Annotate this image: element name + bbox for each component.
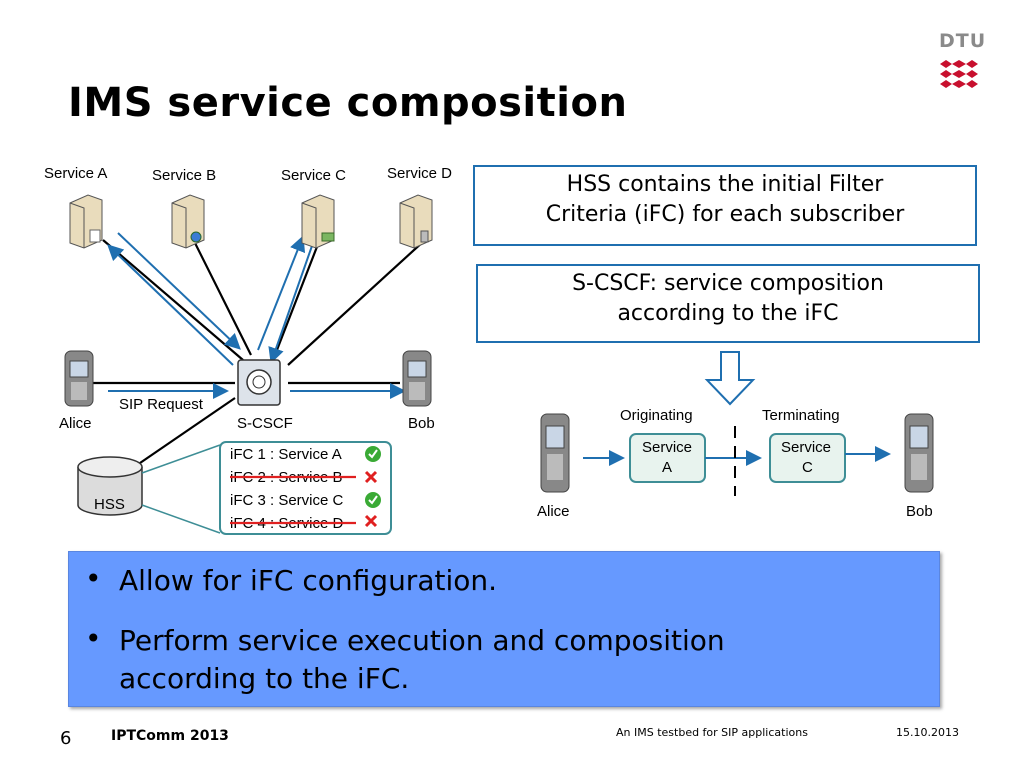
terminating-label: Terminating [762,407,840,424]
scscf-label: S-CSCF [237,415,293,432]
server-b-icon [171,194,205,249]
service-a-label: Service A [44,165,107,182]
bob-phone-icon [904,413,934,493]
ifc-row-1: iFC 1 : Service A [230,446,342,463]
ims-network-diagram: Service A Service B Service C Service D [44,165,452,535]
scscf-callout-line-1: S-CSCF: service composition [572,271,884,296]
check-icon [365,446,381,462]
bob-label: Bob [906,503,933,520]
service-chain-diagram: Originating Terminating Alice Service A … [537,351,934,520]
originating-label: Originating [620,407,693,424]
service-c-node-line-2: C [802,459,813,476]
service-b-label: Service B [152,167,216,184]
bullet-text-line-2: according to the iFC. [119,662,410,695]
alice-phone-icon [540,413,570,493]
bullet-text: Allow for iFC configuration. [119,564,498,597]
sip-request-label: SIP Request [119,396,204,413]
service-a-node-line-1: Service [642,439,692,456]
page-number: 6 [60,728,72,749]
check-icon [365,492,381,508]
bullet-panel: • Allow for iFC configuration. • Perform… [68,551,940,707]
hss-label: HSS [94,496,125,513]
server-c-icon [301,194,335,249]
alice-label: Alice [59,415,92,432]
service-c-node-line-1: Service [781,439,831,456]
service-a-node-line-2: A [662,459,672,476]
slide-title: IMS service composition [68,80,628,126]
service-d-label: Service D [387,165,452,182]
ifc-row-3: iFC 3 : Service C [230,492,344,509]
dtu-logo-text: DTU [939,30,987,52]
scscf-callout-line-2: according to the iFC [617,301,839,326]
scscf-callout-box: S-CSCF: service composition according to… [476,264,980,343]
bob-label: Bob [408,415,435,432]
bullet-marker: • [85,622,102,655]
alice-label: Alice [537,503,570,520]
cross-icon [364,514,378,528]
service-c-label: Service C [281,167,346,184]
service-c-node [769,433,846,483]
presentation-date: 15.10.2013 [896,726,959,739]
bullet-marker: • [85,562,102,595]
hss-callout-line-2: Criteria (iFC) for each subscriber [545,202,905,227]
alice-phone-icon [64,350,94,407]
hss-callout-box: HSS contains the initial Filter Criteria… [473,165,977,246]
server-d-icon [399,194,433,249]
bob-phone-icon [402,350,432,407]
bullet-text-line-1: Perform service execution and compositio… [119,624,725,657]
cross-icon [364,470,378,484]
down-arrow-icon [704,351,756,406]
presentation-topic: An IMS testbed for SIP applications [616,726,808,739]
dtu-logo-icon [940,60,978,88]
server-a-icon [69,194,103,249]
hss-callout-line-1: HSS contains the initial Filter [566,172,884,197]
ifc-list-box [219,441,392,535]
hss-database-icon [77,456,143,516]
conference-name: IPTComm 2013 [111,728,229,744]
scscf-node-icon [237,359,281,406]
bullet-text: Perform service execution and compositio… [119,622,919,698]
